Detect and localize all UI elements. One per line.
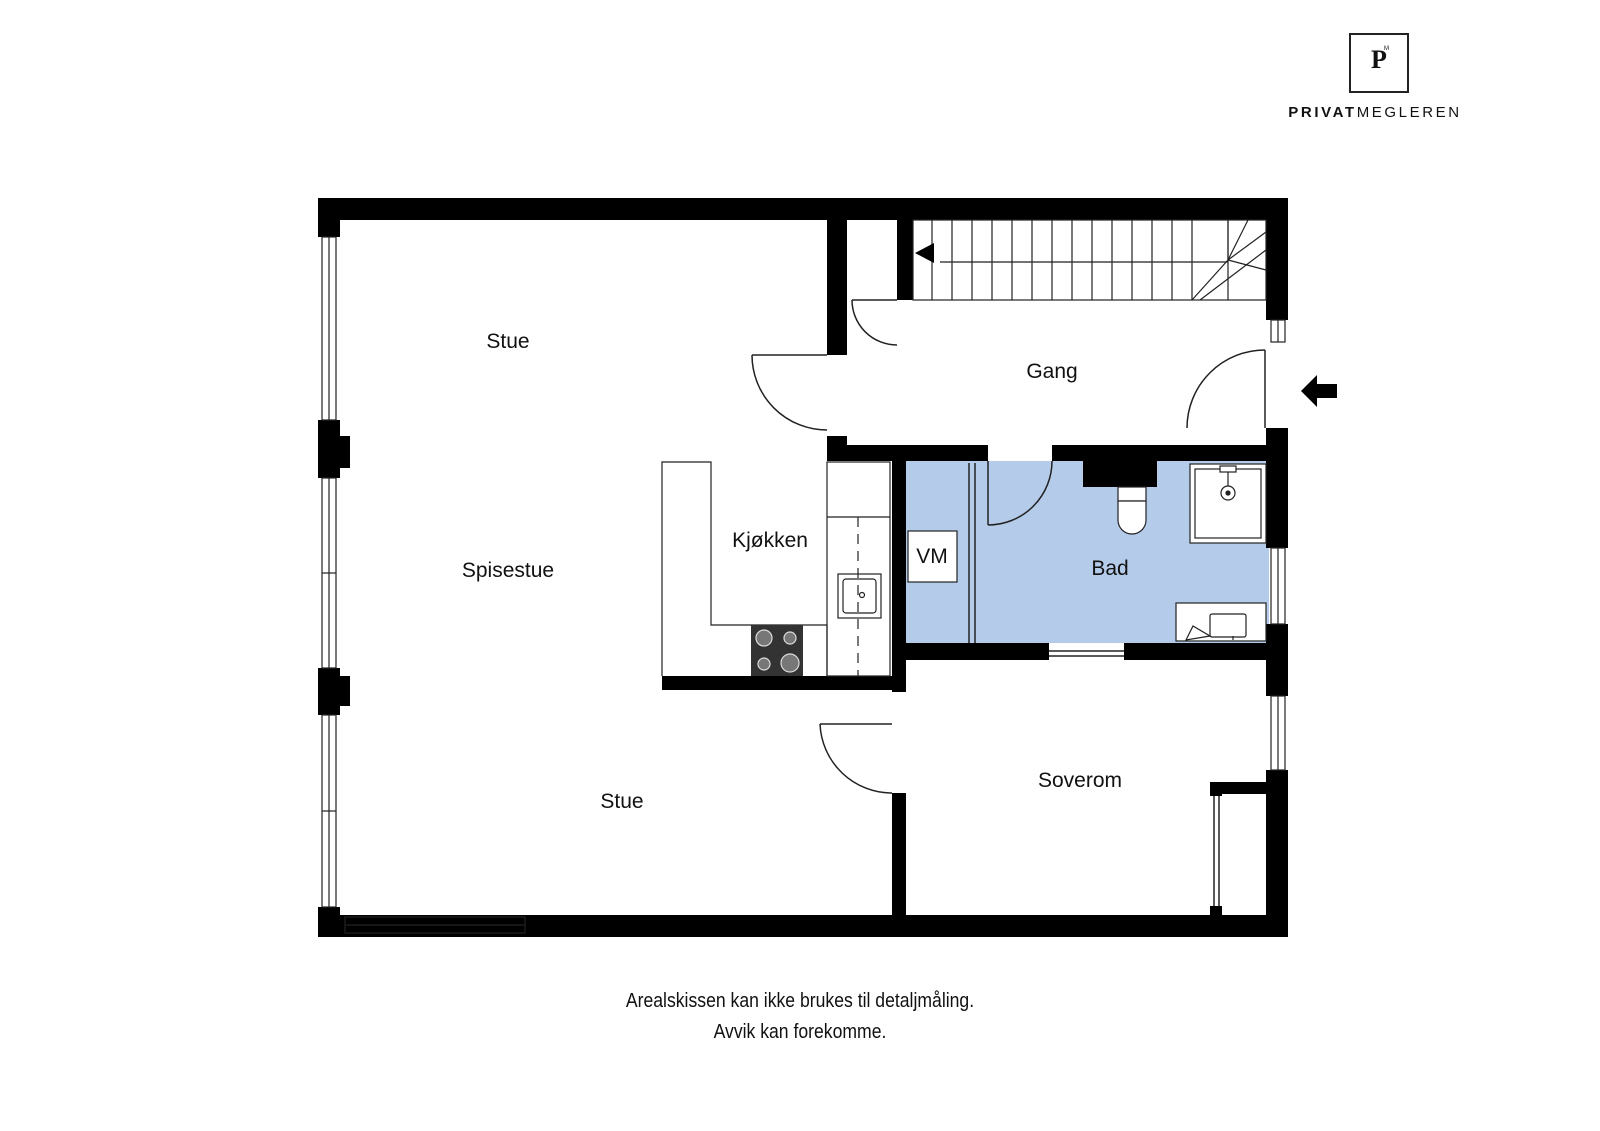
room-label-stue-top: Stue [486,330,529,353]
stair-direction-arrow [915,243,934,263]
disclaimer-line-1: Arealskissen kan ikke brukes til detaljm… [625,990,975,1012]
logo-wordmark: PRIVATMEGLEREN [1270,104,1480,121]
logo-trademark: M [1384,46,1389,52]
room-label-stue-bottom: Stue [600,790,643,813]
disclaimer: Arealskissen kan ikke brukes til detaljm… [448,986,1152,1048]
logo-wordmark-regular: MEGLEREN [1356,104,1462,121]
windows [321,236,1286,934]
kitchen-counter [661,461,891,677]
room-label-vm: VM [916,545,948,568]
disclaimer-line-2: Avvik kan forekomme. [713,1021,887,1043]
entrance-arrow [1301,375,1337,407]
staircase [912,219,1267,301]
room-label-soverom: Soverom [1038,769,1122,792]
logo-box: P M [1349,33,1409,93]
logo-wordmark-bold: PRIVAT [1288,104,1357,121]
privatmegleren-logo: P M PRIVATMEGLEREN [1270,30,1480,130]
doors [751,299,1266,906]
room-label-kjokken: Kjøkken [732,529,808,552]
logo-letter: P [1371,45,1387,74]
room-label-bad: Bad [1091,557,1128,580]
bathroom-fixtures [907,463,1267,642]
stove [751,625,803,676]
room-label-spisestue: Spisestue [462,559,554,582]
room-label-gang: Gang [1026,360,1077,383]
outer-walls [318,198,1288,937]
interior-walls [662,218,1268,918]
